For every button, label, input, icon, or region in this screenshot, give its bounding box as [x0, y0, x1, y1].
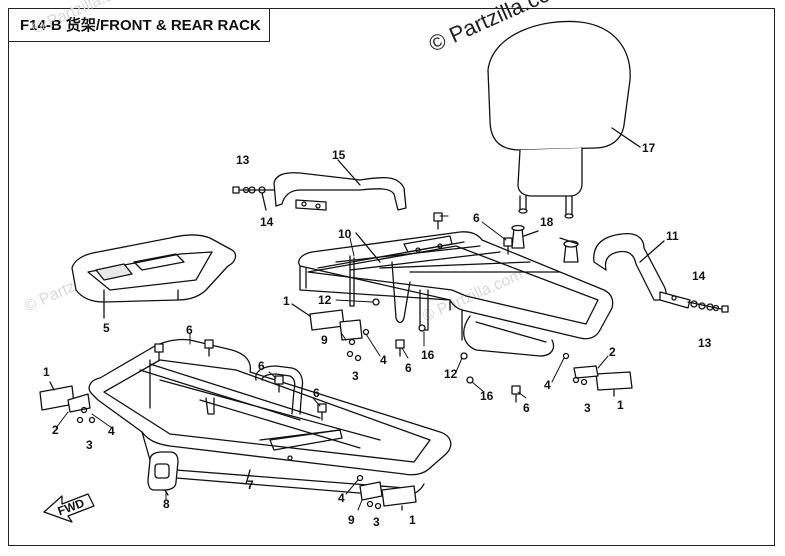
callout-13: 13: [236, 153, 250, 167]
callout-16: 16: [421, 348, 435, 362]
callout-18: 18: [540, 215, 554, 229]
callout-13: 13: [698, 336, 712, 350]
callout-12: 12: [318, 293, 332, 307]
rear-rack-part: [298, 231, 614, 357]
callout-4: 4: [338, 491, 345, 505]
callout-6: 6: [523, 401, 530, 415]
callout-4: 4: [380, 353, 387, 367]
callout-12: 12: [444, 367, 458, 381]
callout-6: 6: [473, 211, 480, 225]
front-latch-part: [147, 451, 179, 496]
callout-8: 8: [163, 497, 170, 511]
callout-2: 2: [52, 423, 59, 437]
callout-11: 11: [666, 229, 679, 243]
callout-10: 10: [338, 227, 352, 241]
callout-3: 3: [86, 438, 93, 452]
callout-6: 6: [186, 323, 193, 337]
callout-5: 5: [103, 321, 110, 335]
callout-16: 16: [480, 389, 494, 403]
callout-6: 6: [405, 361, 412, 375]
bushing-part: [511, 224, 579, 263]
callout-9: 9: [321, 333, 328, 347]
rear-handle-left-part: [232, 159, 407, 211]
backrest-pad-part: [487, 20, 641, 219]
callout-2: 2: [609, 345, 616, 359]
diagram-title: F14-B 货架/FRONT & REAR RACK: [8, 8, 270, 42]
callout-4: 4: [544, 378, 551, 392]
rear-handle-right-part: [593, 232, 729, 313]
callout-6: 6: [258, 359, 265, 373]
callout-1: 1: [43, 365, 50, 379]
callout-6: 6: [313, 386, 320, 400]
callout-14: 14: [260, 215, 274, 229]
reflector-bracket-parts: [67, 319, 599, 501]
callout-17: 17: [642, 141, 656, 155]
callout-3: 3: [373, 515, 380, 529]
callout-3: 3: [352, 369, 359, 383]
callout-4: 4: [108, 424, 115, 438]
callout-15: 15: [332, 148, 346, 162]
callout-1: 1: [409, 513, 416, 527]
callout-9: 9: [348, 513, 355, 527]
callout-labels: 1 1 1 1 2 2 3 3 3 3 4 4 4 4 5 6 6 6 6 6 …: [43, 141, 712, 529]
fastener-parts: [76, 186, 720, 510]
front-tray-part: [71, 234, 237, 319]
diagram-border: [8, 8, 775, 546]
callout-1: 1: [617, 398, 624, 412]
callout-7: 7: [247, 478, 254, 492]
reflector-parts: [39, 303, 633, 511]
front-rack-part: [88, 338, 452, 498]
callout-1: 1: [283, 294, 290, 308]
callout-3: 3: [584, 401, 591, 415]
callout-14: 14: [692, 269, 706, 283]
fwd-arrow-icon: [43, 493, 95, 523]
leader-lines: [55, 215, 609, 511]
